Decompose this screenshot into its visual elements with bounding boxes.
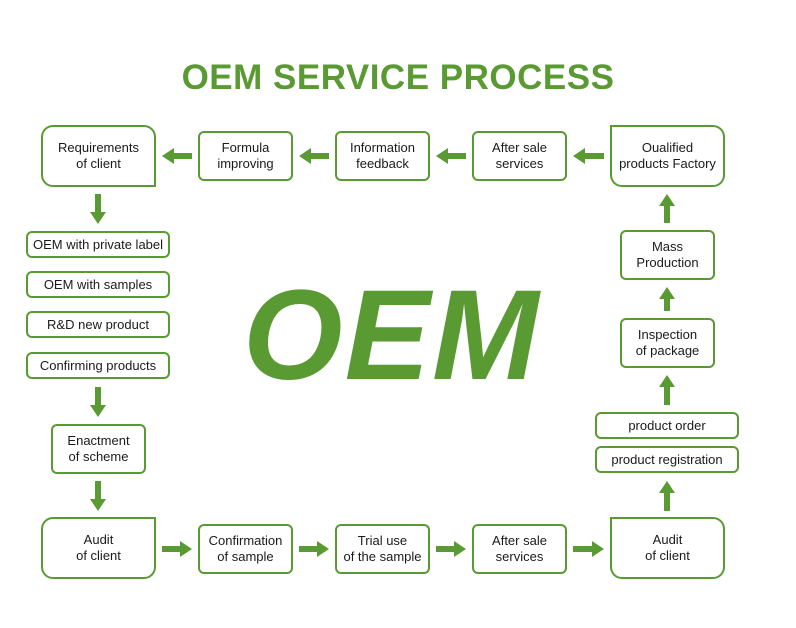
center-oem-label: OEM [243, 264, 541, 407]
step-after-sale-services-top: After sale services [472, 131, 567, 181]
step-product-registration: product registration [595, 446, 739, 473]
arrow-left-icon [162, 148, 192, 164]
arrow-left-icon [573, 148, 604, 164]
arrow-down-icon [90, 387, 106, 417]
step-formula-improving: Formula improving [198, 131, 293, 181]
step-rnd-new-product: R&D new product [26, 311, 170, 338]
step-requirements-of-client: Requirements of client [41, 125, 156, 187]
step-trial-use-of-sample: Trial use of the sample [335, 524, 430, 574]
arrow-left-icon [436, 148, 466, 164]
step-audit-of-client-left: Audit of client [41, 517, 156, 579]
diagram-title: OEM SERVICE PROCESS [181, 58, 615, 97]
step-mass-production: Mass Production [620, 230, 715, 280]
arrow-up-icon [659, 375, 675, 405]
arrow-up-icon [659, 481, 675, 511]
step-qualified-products-factory: Oualified products Factory [610, 125, 725, 187]
step-confirming-products: Confirming products [26, 352, 170, 379]
step-enactment-of-scheme: Enactment of scheme [51, 424, 146, 474]
arrow-right-icon [299, 541, 329, 557]
arrow-right-icon [436, 541, 466, 557]
arrow-right-icon [162, 541, 192, 557]
step-information-feedback: Information feedback [335, 131, 430, 181]
arrow-down-icon [90, 481, 106, 511]
arrow-right-icon [573, 541, 604, 557]
arrow-up-icon [659, 194, 675, 223]
step-confirmation-of-sample: Confirmation of sample [198, 524, 293, 574]
step-oem-samples: OEM with samples [26, 271, 170, 298]
arrow-up-icon [659, 287, 675, 311]
step-product-order: product order [595, 412, 739, 439]
arrow-left-icon [299, 148, 329, 164]
arrow-down-icon [90, 194, 106, 224]
step-audit-of-client-right: Audit of client [610, 517, 725, 579]
step-after-sale-services-bottom: After sale services [472, 524, 567, 574]
step-inspection-of-package: Inspection of package [620, 318, 715, 368]
step-oem-private-label: OEM with private label [26, 231, 170, 258]
